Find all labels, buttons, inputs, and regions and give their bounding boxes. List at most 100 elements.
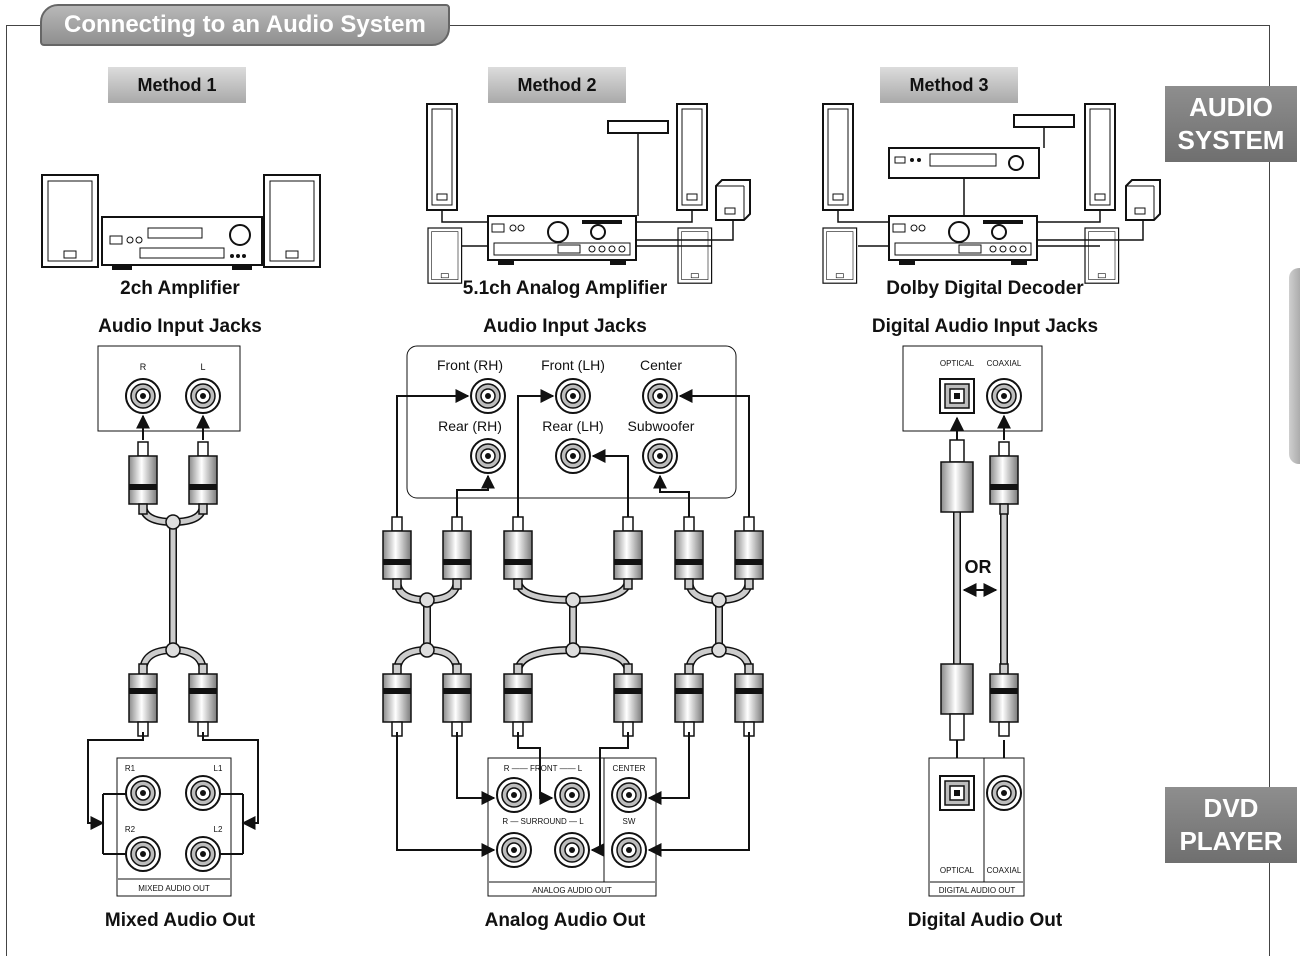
method-1-label: Method 1 (108, 67, 246, 103)
method-1-plug-bottom-r (128, 663, 158, 737)
method-3-device-caption: Dolby Digital Decoder (886, 278, 1084, 299)
method-2-out-front-l (554, 777, 590, 813)
method-1-output-panel: R1 L1 R2 L2 MIXED AUDIO OUT (116, 757, 232, 897)
method-2-out-front-r (496, 777, 532, 813)
method-2-cables (393, 389, 753, 673)
method-2-jack-subwoofer (642, 438, 678, 474)
method-1-plug-bottom-l (188, 663, 218, 737)
page-frame (6, 25, 1270, 956)
method-2-plug-bottom-4 (613, 663, 643, 737)
method-1-input-panel: R L (97, 345, 241, 432)
method-2-output-panel: R —— FRONT —— L CENTER R — SURROUND — L … (487, 757, 657, 897)
method-3-output-coaxial-jack (986, 775, 1022, 811)
method-2-input-panel: Front (RH) Front (LH) Center Rear (RH) R… (406, 345, 737, 499)
method-1-input-jack-r (125, 378, 161, 414)
method-1-out-l1-label: L1 (214, 764, 223, 773)
side-tab-audio-line2: SYSTEM (1177, 125, 1285, 155)
method-3-coaxial-plug-bottom (989, 663, 1019, 737)
method-1-input-caption: Audio Input Jacks (98, 316, 262, 337)
edge-tab (1289, 268, 1300, 464)
page-title: Connecting to an Audio System (40, 4, 450, 46)
method-2-jack-center (642, 378, 678, 414)
method-3-output-coaxial-label: COAXIAL (987, 866, 1022, 875)
side-tab-dvd-player: DVD PLAYER (1165, 787, 1297, 863)
method-3-output-optical-label: OPTICAL (940, 866, 975, 875)
method-1-out-r1-label: R1 (125, 764, 136, 773)
method-2-plug-top-6 (734, 516, 764, 590)
method-2-subwoofer-label: Subwoofer (628, 418, 695, 434)
method-2-front-group-label: R —— FRONT —— L (504, 764, 583, 773)
method-3-cables (940, 414, 1011, 776)
method-1-cable (136, 414, 210, 673)
method-2-jack-front-rh (470, 378, 506, 414)
method-2-jack-front-lh (555, 378, 591, 414)
side-tab-dvd-line1: DVD (1203, 793, 1259, 823)
method-3-input-coaxial-jack (986, 378, 1022, 414)
method-2-front-lh-label: Front (LH) (541, 357, 605, 373)
method-3-coaxial-plug-top (989, 441, 1019, 515)
method-3-input-caption: Digital Audio Input Jacks (871, 316, 1099, 337)
method-3-output-panel-label: DIGITAL AUDIO OUT (939, 886, 1016, 895)
method-1-input-jack-l-label: L (200, 362, 205, 372)
method-2-plug-bottom-3 (503, 663, 533, 737)
method-3-input-optical-label: OPTICAL (940, 359, 975, 368)
method-2-out-center (611, 777, 647, 813)
method-2-plug-bottom-5 (674, 663, 704, 737)
method-3-or-label: OR (965, 557, 992, 577)
method-1-device-caption: 2ch Amplifier (120, 278, 240, 299)
method-2-rear-lh-label: Rear (LH) (542, 418, 603, 434)
method-2-equipment (426, 103, 751, 284)
side-tab-audio-line1: AUDIO (1189, 92, 1273, 122)
method-2-out-surround-r (496, 832, 532, 868)
method-3-equipment (822, 103, 1161, 284)
method-2-output-panel-label: ANALOG AUDIO OUT (532, 886, 612, 895)
method-1-out-jack-r1 (125, 775, 161, 811)
method-2-center-label: Center (640, 357, 682, 373)
method-3-input-optical-jack (939, 378, 975, 414)
method-2-plug-bottom-2 (442, 663, 472, 737)
method-1-output-panel-label: MIXED AUDIO OUT (138, 884, 210, 893)
method-2-output-wires (396, 732, 750, 857)
method-1-out-jack-l2 (185, 836, 221, 872)
method-2-input-caption: Audio Input Jacks (483, 316, 647, 337)
method-2-rear-rh-label: Rear (RH) (438, 418, 502, 434)
method-2-jack-rear-rh (470, 438, 506, 474)
method-2-plug-bottom-1 (382, 663, 412, 737)
method-1-output-caption: Mixed Audio Out (104, 910, 256, 931)
method-2-plug-top-4 (613, 516, 643, 590)
method-1-equipment (41, 174, 321, 270)
method-3-output-optical-jack (939, 775, 975, 811)
method-3-input-panel: OPTICAL COAXIAL (902, 345, 1043, 432)
method-2-surround-group-label: R — SURROUND — L (502, 817, 584, 826)
method-2-output-caption: Analog Audio Out (484, 910, 646, 931)
method-2-device-caption: 5.1ch Analog Amplifier (462, 278, 668, 299)
method-1-out-jack-r2 (125, 836, 161, 872)
method-1-plug-top-l (188, 441, 218, 515)
method-2-out-sw (611, 832, 647, 868)
method-3-label: Method 3 (880, 67, 1018, 103)
method-3-output-caption: Digital Audio Out (907, 910, 1063, 931)
method-1-out-jack-l1 (185, 775, 221, 811)
method-2-sw-out-label: SW (623, 817, 636, 826)
side-tab-dvd-line2: PLAYER (1179, 826, 1283, 856)
method-1-out-r2-label: R2 (125, 825, 136, 834)
method-3-input-coaxial-label: COAXIAL (987, 359, 1022, 368)
method-2-plug-top-3 (503, 516, 533, 590)
method-2-jack-rear-lh (555, 438, 591, 474)
method-1-plug-top-r (128, 441, 158, 515)
method-3-output-panel: OPTICAL COAXIAL DIGITAL AUDIO OUT (928, 757, 1025, 897)
method-1-input-jack-l (185, 378, 221, 414)
method-1-out-l2-label: L2 (214, 825, 223, 834)
method-2-plug-bottom-6 (734, 663, 764, 737)
method-2-plug-top-5 (674, 516, 704, 590)
method-2-plug-top-1 (382, 516, 412, 590)
method-2-plug-top-2 (442, 516, 472, 590)
method-2-center-out-label: CENTER (613, 764, 646, 773)
side-tab-audio-system: AUDIO SYSTEM (1165, 86, 1297, 162)
method-2-label: Method 2 (488, 67, 626, 103)
method-1-input-jack-r-label: R (140, 362, 147, 372)
method-2-front-rh-label: Front (RH) (437, 357, 503, 373)
method-1-output-wires (87, 732, 259, 855)
method-2-out-surround-l (554, 832, 590, 868)
